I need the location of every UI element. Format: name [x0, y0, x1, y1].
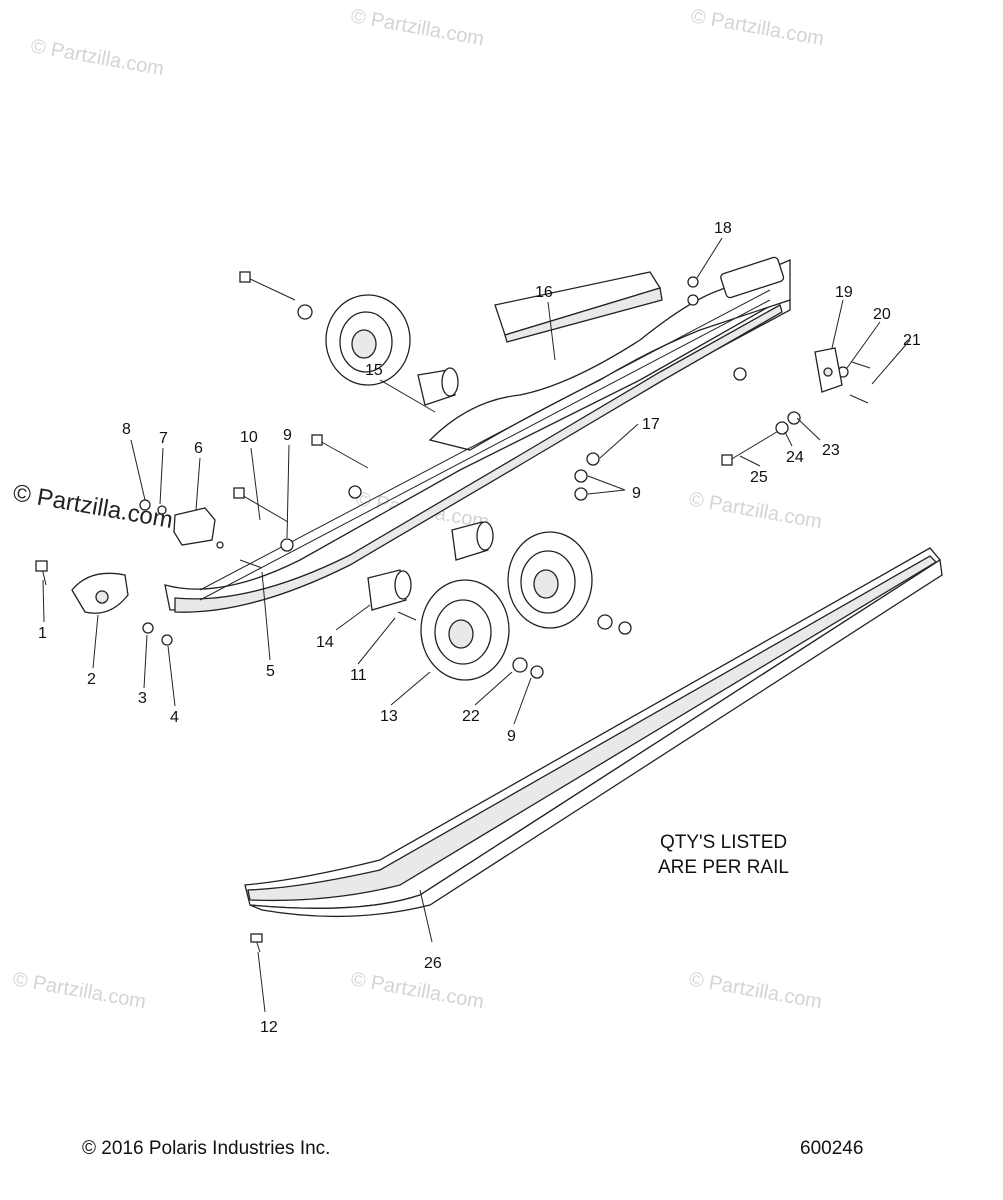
watermark: © Partzilla.com [349, 5, 486, 50]
callout-5: 5 [266, 663, 275, 680]
idler-wheel-rear [507, 531, 593, 629]
callout-18: 18 [714, 220, 732, 237]
callout-10: 10 [240, 429, 258, 446]
bolts [35, 271, 871, 953]
slide-rail [244, 547, 943, 918]
callout-9-right: 9 [632, 485, 641, 502]
rail-frame [164, 256, 791, 613]
callout-23: 23 [822, 442, 840, 459]
callout-20: 20 [873, 306, 891, 323]
callout-9-upper: 9 [283, 427, 292, 444]
callout-8: 8 [122, 421, 131, 438]
watermark: © Partzilla.com [689, 5, 826, 50]
drawing-number: 600246 [800, 1138, 863, 1159]
callout-13: 13 [380, 708, 398, 725]
note-line-2: ARE PER RAIL [658, 857, 789, 878]
callout-24: 24 [786, 449, 804, 466]
callout-25: 25 [750, 469, 768, 486]
stopper-block [173, 507, 216, 546]
callout-17: 17 [642, 416, 660, 433]
callout-14: 14 [316, 634, 334, 651]
idler-wheel-upper [325, 294, 411, 386]
callout-19: 19 [835, 284, 853, 301]
wheel-spacer-front [367, 569, 412, 611]
callout-11: 11 [350, 667, 367, 684]
callout-7: 7 [159, 430, 168, 447]
callout-6: 6 [194, 440, 203, 457]
mount-bracket [814, 347, 843, 393]
wear-strip [494, 271, 663, 343]
callout-9-lower: 9 [507, 728, 516, 745]
callout-2: 2 [87, 671, 96, 688]
wheel-spacer-rear [451, 521, 494, 561]
watermark: © Partzilla.com [11, 968, 148, 1013]
copyright-notice: © 2016 Polaris Industries Inc. [82, 1138, 330, 1159]
rail-end-cap [71, 572, 129, 614]
callout-16: 16 [535, 284, 553, 301]
callout-3: 3 [138, 690, 147, 707]
callout-15: 15 [365, 362, 383, 379]
idler-wheel-front [420, 579, 510, 681]
callout-26: 26 [424, 955, 442, 972]
watermark: © Partzilla.com [687, 968, 824, 1013]
leader-lines [42, 237, 911, 1013]
watermark: © Partzilla.com [349, 968, 486, 1013]
callout-21: 21 [903, 332, 921, 349]
wheel-spacer-upper [417, 367, 459, 406]
callout-1: 1 [38, 625, 47, 642]
watermark: © Partzilla.com [29, 35, 166, 80]
callout-12: 12 [260, 1019, 278, 1036]
watermark: © Partzilla.com [687, 488, 824, 533]
callout-4: 4 [170, 709, 179, 726]
callouts: 1 2 3 4 5 6 7 8 9 9 9 10 11 12 13 14 15 … [38, 220, 921, 1036]
callout-22: 22 [462, 708, 480, 725]
note-line-1: QTY'S LISTED [660, 832, 787, 853]
